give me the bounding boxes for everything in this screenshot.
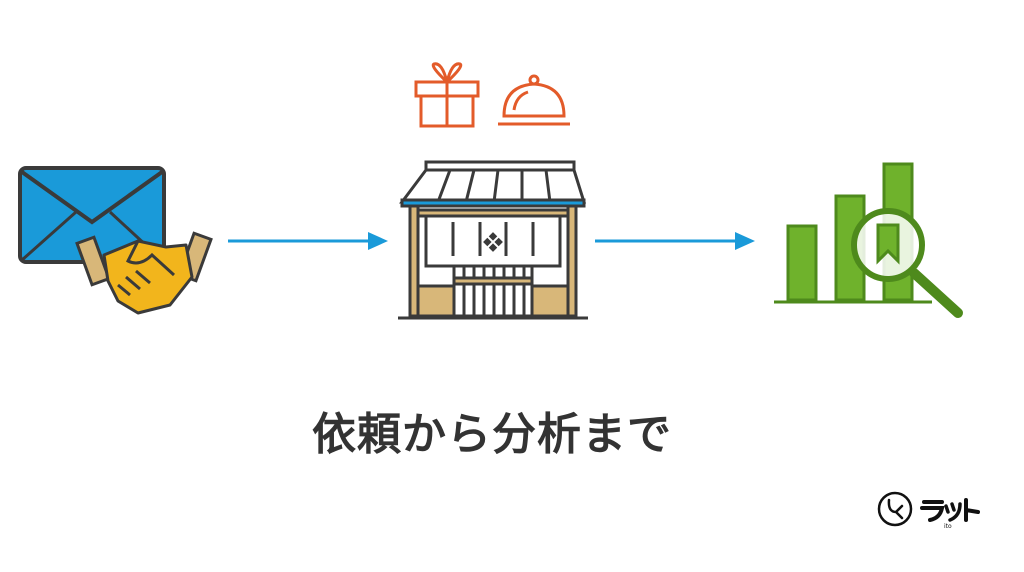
page-title: 依頼から分析まで (312, 409, 672, 460)
arrow-right-icon (228, 232, 388, 250)
magnifier-icon (851, 208, 963, 318)
gift-icon (414, 62, 480, 128)
storefront-icon (398, 160, 588, 320)
handshake-icon (75, 231, 213, 315)
svg-text:ito: ito (944, 523, 952, 530)
arrow-right-icon (595, 232, 755, 250)
cloche-icon (498, 74, 570, 126)
logo-icon: ito (877, 491, 980, 530)
